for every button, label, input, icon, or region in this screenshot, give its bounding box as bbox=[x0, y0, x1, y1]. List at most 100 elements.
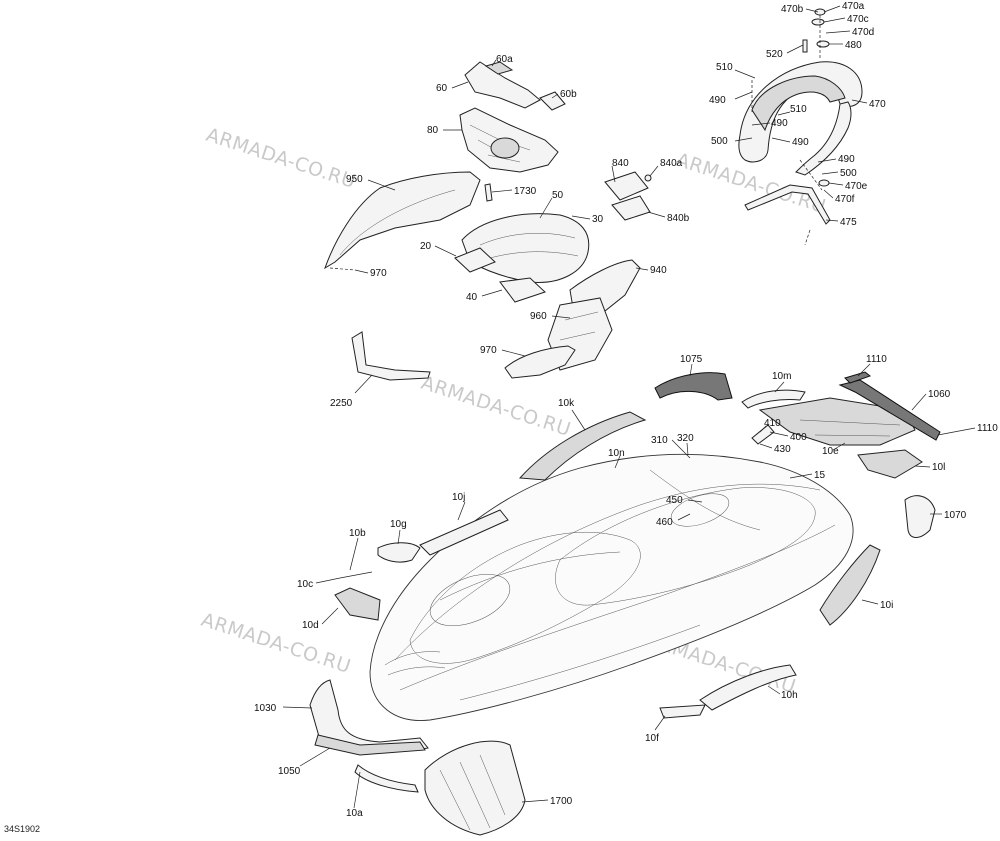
leader-10e bbox=[832, 442, 846, 451]
hull-cockpit bbox=[409, 531, 641, 664]
callout-490d: 490 bbox=[838, 154, 855, 165]
part-520-bolt bbox=[802, 39, 808, 53]
side-panel-group bbox=[324, 171, 641, 381]
callout-840b: 840b bbox=[667, 213, 690, 224]
leader-510b bbox=[777, 111, 791, 116]
leader-15 bbox=[789, 473, 813, 479]
callout-50: 50 bbox=[552, 190, 564, 201]
part-60b-insert bbox=[539, 91, 566, 111]
callout-490a: 490 bbox=[709, 95, 726, 106]
part-10l-decal bbox=[857, 449, 923, 479]
part-10f-decal bbox=[659, 704, 706, 719]
leader-2250 bbox=[354, 374, 373, 394]
leader-460 bbox=[677, 513, 691, 521]
callout-10c: 10c bbox=[297, 579, 313, 590]
callout-450: 450 bbox=[666, 495, 683, 506]
callout-490b: 490 bbox=[771, 118, 788, 129]
dash-470-3 bbox=[799, 159, 823, 191]
leader-10c-1 bbox=[315, 577, 341, 584]
part-10k-decal bbox=[518, 411, 647, 481]
leader-20 bbox=[434, 245, 457, 257]
callout-10j: 10j bbox=[452, 492, 465, 503]
decal-group bbox=[309, 411, 881, 836]
part-840-vent bbox=[604, 171, 649, 201]
callout-2250: 2250 bbox=[330, 398, 353, 409]
leader-500b bbox=[821, 171, 839, 175]
hull-inner-line-2 bbox=[399, 524, 836, 691]
part-10e-detail bbox=[799, 419, 901, 437]
part-10i-panel bbox=[819, 544, 881, 626]
leader-490a bbox=[734, 91, 753, 100]
part-10g-decal bbox=[377, 542, 421, 563]
part-1075-visor bbox=[654, 372, 733, 401]
part-470-arm bbox=[795, 101, 852, 176]
callout-10m: 10m bbox=[772, 371, 791, 382]
part-840-group bbox=[604, 171, 652, 221]
part-1070-fin bbox=[904, 495, 936, 538]
leader-1030 bbox=[282, 706, 313, 709]
part-470-rail bbox=[751, 75, 846, 132]
part-470e-clip bbox=[818, 179, 830, 187]
leader-50 bbox=[539, 197, 553, 219]
callout-310: 310 bbox=[651, 435, 668, 446]
part-10e-panel bbox=[758, 397, 916, 446]
leader-490d bbox=[817, 158, 837, 163]
part-10j-decal bbox=[419, 509, 509, 556]
part-950-detail bbox=[339, 189, 456, 256]
part-10a-decal bbox=[354, 764, 419, 793]
hull-seat-area bbox=[555, 487, 816, 606]
callout-1060: 1060 bbox=[928, 389, 951, 400]
part-470-group bbox=[738, 8, 863, 246]
part-1110-trim bbox=[844, 371, 872, 384]
leader-30 bbox=[571, 215, 591, 220]
dash-950 bbox=[329, 267, 356, 271]
leader-840 bbox=[611, 165, 616, 183]
leader-490c bbox=[771, 137, 791, 143]
leader-1050 bbox=[299, 747, 331, 767]
hull-hatch bbox=[429, 573, 511, 627]
callout-470a: 470a bbox=[842, 1, 865, 12]
callout-40: 40 bbox=[466, 292, 478, 303]
leader-10f bbox=[654, 715, 666, 731]
leader-60a bbox=[491, 59, 497, 67]
leader-840a bbox=[649, 165, 659, 177]
callout-30: 30 bbox=[592, 214, 604, 225]
callout-10k: 10k bbox=[558, 398, 575, 409]
part-10d-decal bbox=[334, 587, 381, 621]
callout-60: 60 bbox=[436, 83, 448, 94]
callout-500a: 500 bbox=[711, 136, 728, 147]
leader-10b bbox=[349, 537, 359, 571]
callout-10l: 10l bbox=[932, 462, 945, 473]
dash-470-4 bbox=[804, 229, 811, 246]
callout-10i: 10i bbox=[880, 600, 893, 611]
callout-15: 15 bbox=[814, 470, 826, 481]
leader-10g bbox=[397, 529, 401, 545]
callout-60b: 60b bbox=[560, 89, 577, 100]
leader-840b bbox=[647, 211, 666, 218]
hull-inner-line-3 bbox=[439, 551, 621, 601]
leader-940 bbox=[635, 267, 649, 271]
callout-10h: 10h bbox=[781, 690, 798, 701]
callout-520: 520 bbox=[766, 49, 783, 60]
callout-1075: 1075 bbox=[680, 354, 703, 365]
leader-470d bbox=[825, 30, 851, 34]
leader-970b bbox=[501, 349, 526, 357]
callout-970a: 970 bbox=[370, 268, 387, 279]
leader-430 bbox=[759, 443, 773, 449]
callout-10g: 10g bbox=[390, 519, 407, 530]
leader-10d bbox=[321, 607, 339, 625]
leader-60 bbox=[451, 81, 469, 89]
callout-940: 940 bbox=[650, 265, 667, 276]
leader-1700 bbox=[521, 799, 549, 803]
leader-450 bbox=[687, 499, 703, 503]
part-1700-mat bbox=[424, 740, 526, 836]
callout-10b: 10b bbox=[349, 528, 366, 539]
leader-60b bbox=[551, 93, 559, 99]
leader-10j bbox=[457, 501, 466, 521]
leader-470a bbox=[823, 5, 841, 13]
callout-470d: 470d bbox=[852, 27, 874, 38]
callout-510b: 510 bbox=[790, 104, 807, 115]
callout-430: 430 bbox=[774, 444, 791, 455]
callout-480: 480 bbox=[845, 40, 862, 51]
leader-470 bbox=[851, 99, 868, 104]
